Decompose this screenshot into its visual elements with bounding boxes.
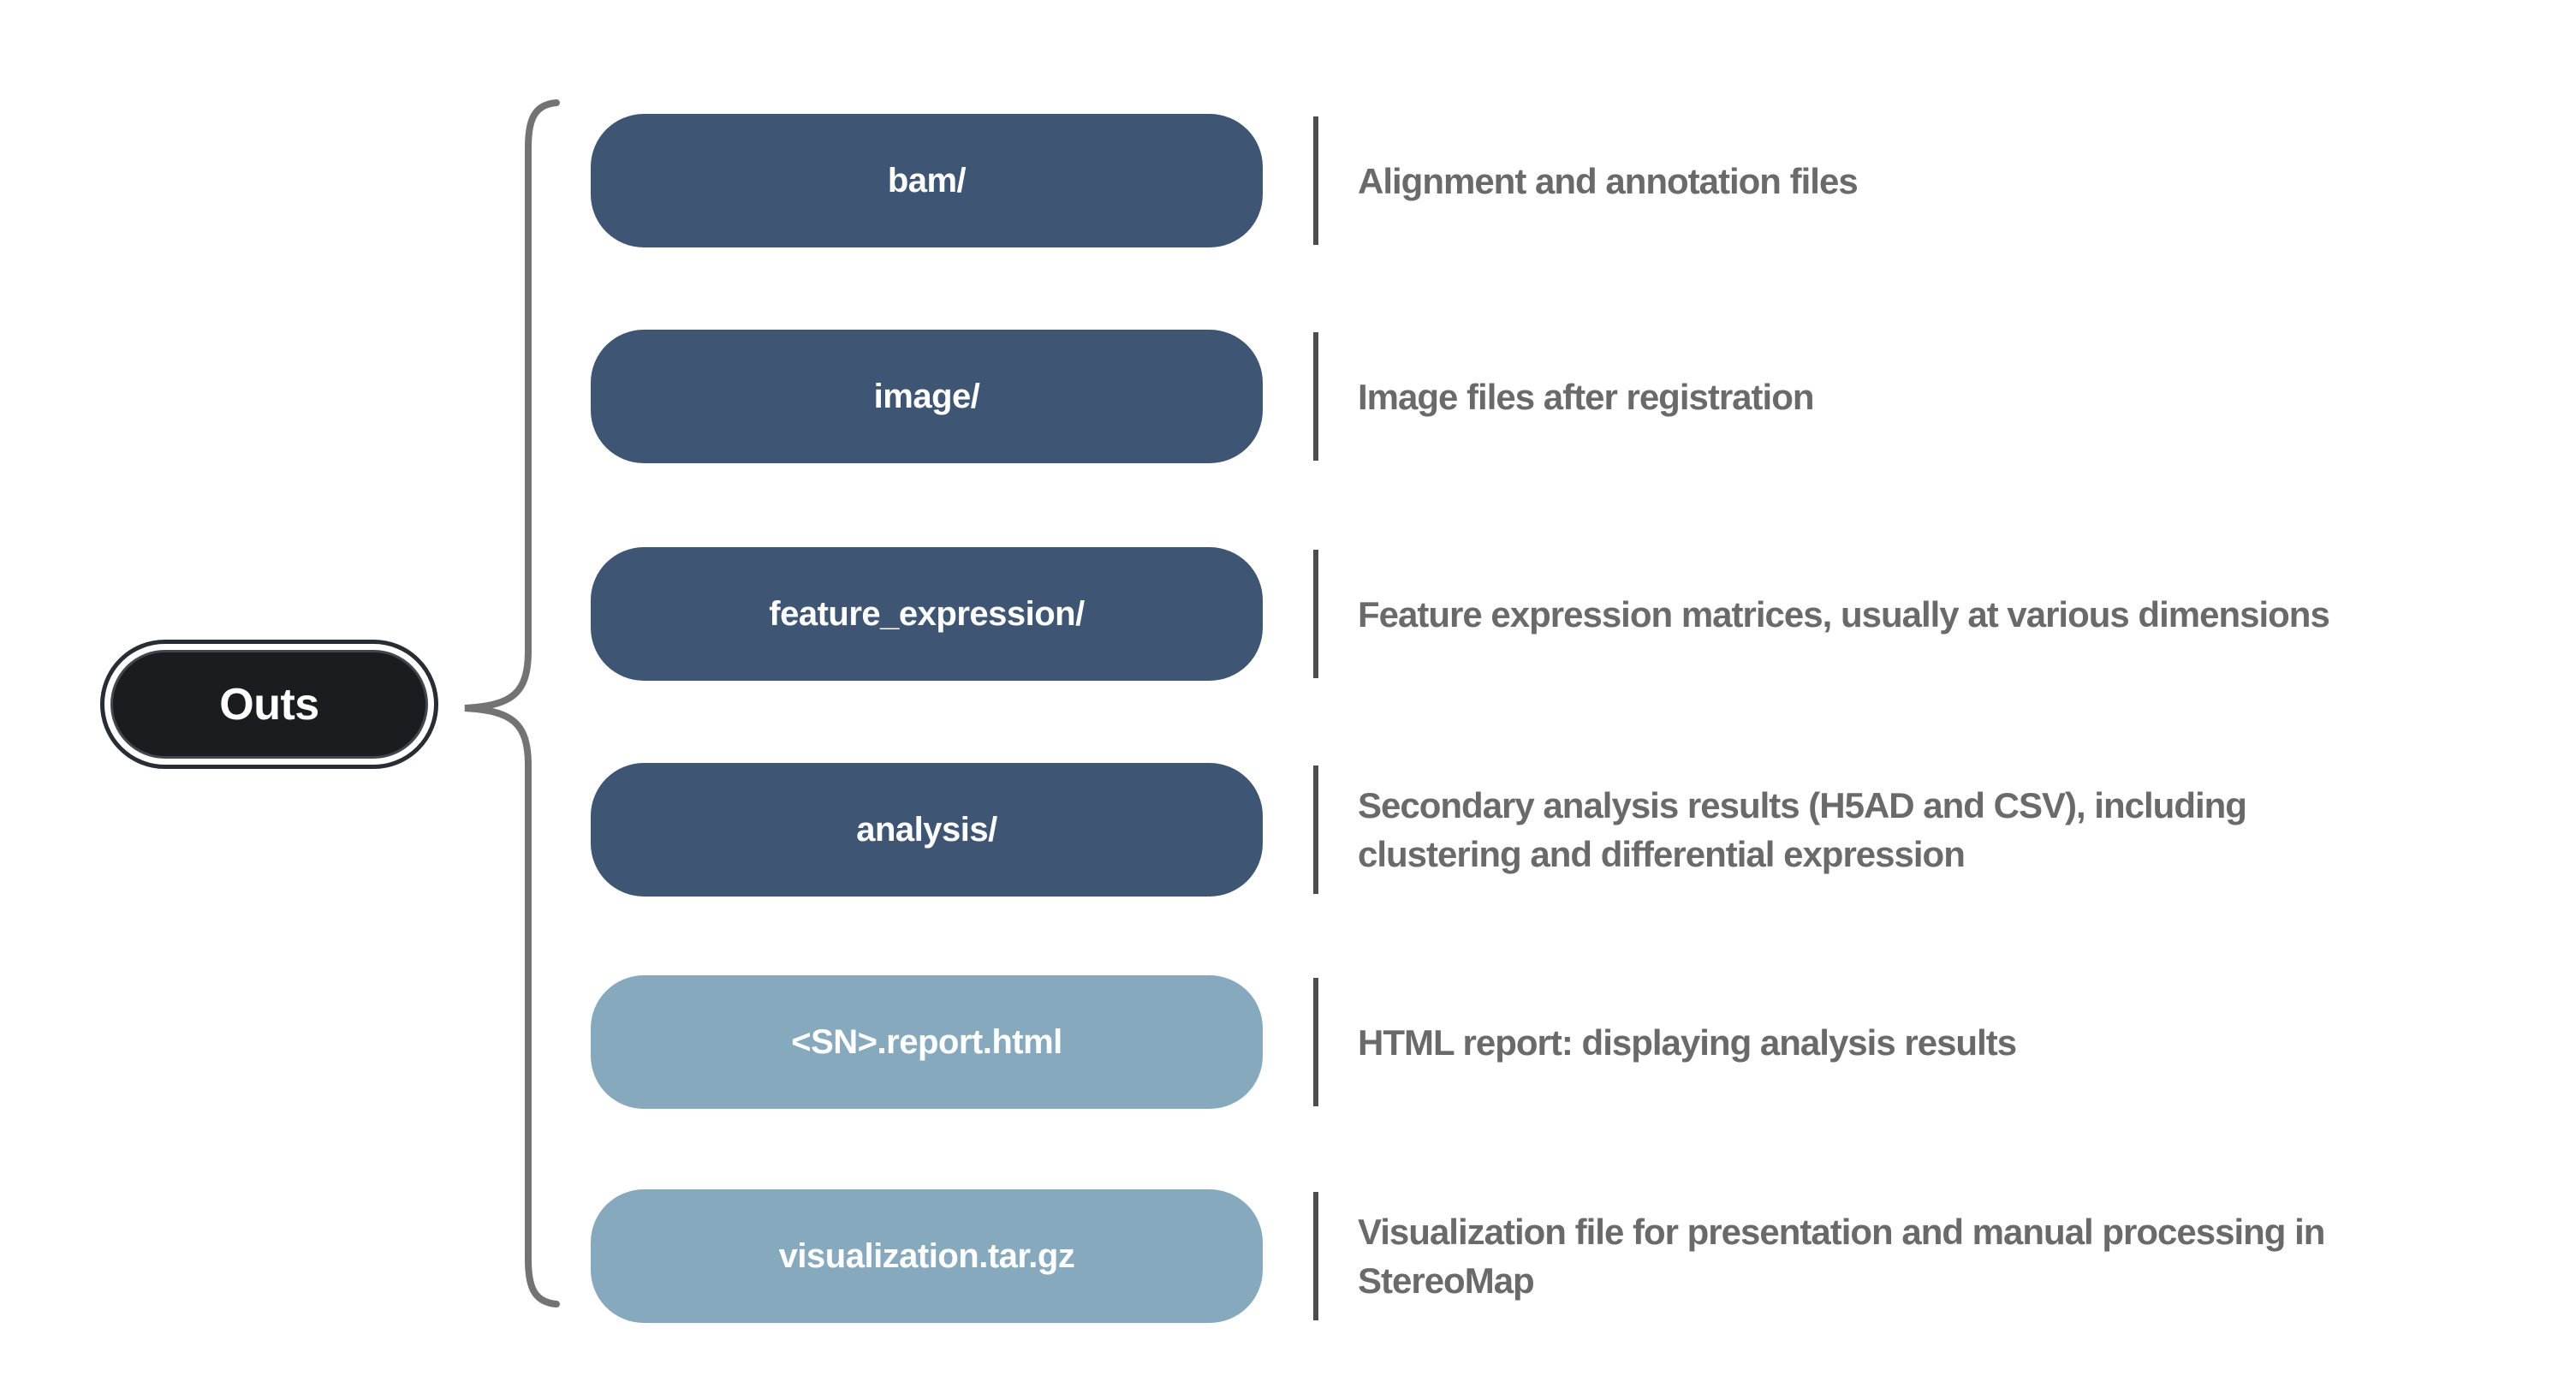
curly-brace-connector [464, 99, 560, 1308]
output-row: analysis/ Secondary analysis results (H5… [591, 763, 2543, 897]
separator-line [1313, 550, 1318, 678]
output-description: HTML report: displaying analysis results [1358, 1022, 2017, 1063]
output-description: Visualization file for presentation and … [1358, 1212, 2325, 1301]
output-pill-analysis: analysis/ [591, 763, 1263, 897]
separator-line [1313, 116, 1318, 245]
output-row: visualization.tar.gz Visualization file … [591, 1189, 2543, 1323]
output-pill-report-html: <SN>.report.html [591, 975, 1263, 1109]
output-pill-bam: bam/ [591, 114, 1263, 247]
output-pill-image: image/ [591, 330, 1263, 463]
output-row: bam/ Alignment and annotation files [591, 114, 2543, 247]
separator-line [1313, 766, 1318, 894]
output-row: <SN>.report.html HTML report: displaying… [591, 975, 2543, 1109]
output-pill-label: <SN>.report.html [791, 1022, 1062, 1061]
output-pill-feature-expression: feature_expression/ [591, 547, 1263, 681]
output-pill-label: visualization.tar.gz [778, 1236, 1075, 1275]
output-row: feature_expression/ Feature expression m… [591, 547, 2543, 681]
outs-root-label: Outs [219, 679, 319, 730]
output-description: Alignment and annotation files [1358, 160, 1859, 201]
output-pill-label: feature_expression/ [769, 594, 1085, 633]
output-pill-label: image/ [873, 377, 980, 415]
output-pill-label: analysis/ [856, 810, 997, 849]
output-description: Secondary analysis results (H5AD and CSV… [1358, 785, 2247, 874]
output-pill-label: bam/ [887, 161, 967, 200]
output-pill-visualization-tar-gz: visualization.tar.gz [591, 1189, 1263, 1323]
separator-line [1313, 978, 1318, 1106]
output-description: Feature expression matrices, usually at … [1358, 593, 2330, 634]
separator-line [1313, 1192, 1318, 1320]
separator-line [1313, 332, 1318, 461]
outs-root-node: Outs [100, 640, 438, 769]
output-row: image/ Image files after registration [591, 330, 2543, 463]
output-description: Image files after registration [1358, 376, 1815, 417]
outs-root-core: Outs [110, 650, 428, 759]
